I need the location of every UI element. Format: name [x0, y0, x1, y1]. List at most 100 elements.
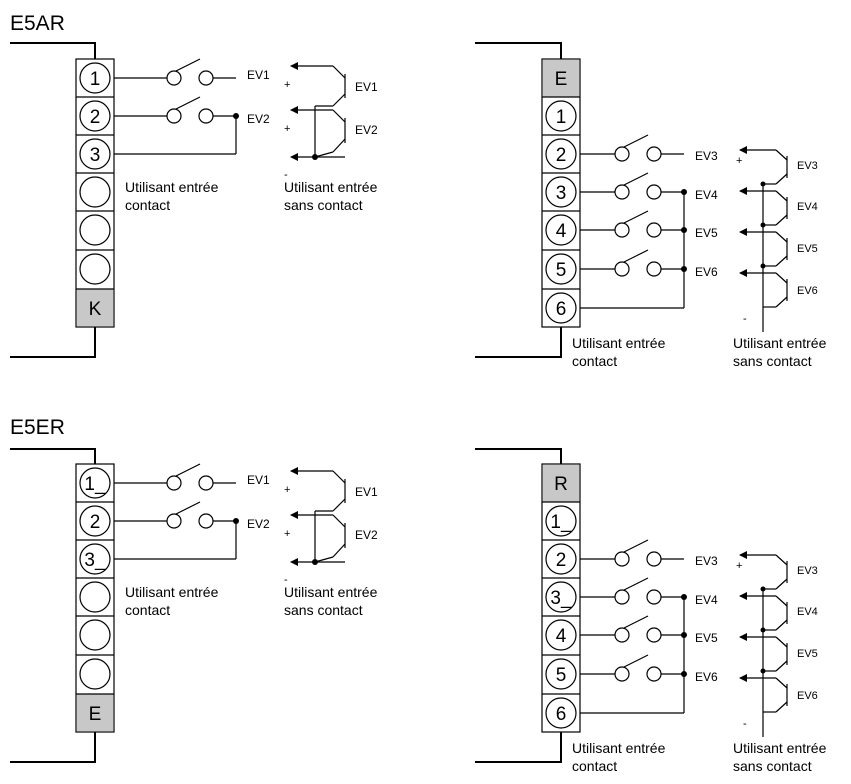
terminal-circle [545, 214, 577, 246]
terminal-shaded [76, 289, 114, 327]
terminal-shaded [76, 694, 114, 732]
terminal-circle [79, 658, 111, 690]
terminal-circle [545, 619, 577, 651]
terminal-number: 1 [90, 69, 101, 90]
label-ev2: EV2 [247, 517, 270, 531]
terminal-letter: R [554, 474, 568, 495]
caption-contact: contact [125, 602, 170, 618]
housing-line [10, 42, 96, 358]
terminal-circle [79, 581, 111, 613]
terminal-circle [545, 253, 577, 285]
terminal-circle [79, 543, 111, 575]
label-ev4-transistor: EV4 [797, 201, 818, 213]
plus-sign: + [284, 79, 290, 91]
minus-sign: - [743, 718, 747, 730]
br-contact-wiring [580, 539, 685, 714]
plus-sign: + [736, 560, 742, 572]
terminal-circle [545, 581, 577, 613]
terminal-number: 1_ [550, 512, 572, 533]
label-ev6: EV6 [695, 670, 718, 684]
label-ev6-transistor: EV6 [797, 285, 818, 297]
label-ev1-transistor: EV1 [355, 485, 378, 499]
caption-noncontact: sans contact [733, 758, 812, 774]
caption-contact: Utilisant entrée [125, 584, 219, 600]
e5er-transistor-wiring [290, 467, 346, 566]
terminal-strip [541, 58, 581, 328]
terminal-number: 3_ [84, 550, 106, 571]
label-ev2-transistor: EV2 [355, 528, 378, 542]
terminal-circle [79, 100, 111, 132]
terminal-circle [79, 138, 111, 170]
terminal-number: 4 [556, 626, 567, 647]
caption-noncontact: Utilisant entrée [284, 179, 378, 195]
terminal-number: 4 [556, 221, 567, 242]
terminal-circle [79, 253, 111, 285]
label-ev4: EV4 [695, 188, 718, 202]
terminal-number: 5 [556, 665, 567, 686]
label-ev3-transistor: EV3 [797, 565, 818, 577]
terminal-circle [545, 138, 577, 170]
terminal-strip [75, 463, 115, 733]
caption-contact: Utilisant entrée [125, 179, 219, 195]
caption-noncontact: Utilisant entrée [733, 335, 827, 351]
terminal-number: 3 [90, 145, 101, 166]
terminal-circle [79, 619, 111, 651]
tr-terminal-block: E 1 2 3 4 5 6 [475, 42, 581, 358]
label-ev1-transistor: EV1 [355, 80, 378, 94]
terminal-letter: K [89, 299, 102, 320]
minus-sign: - [284, 574, 288, 586]
terminal-strip [75, 58, 115, 328]
terminal-number: 6 [556, 704, 567, 725]
caption-noncontact: Utilisant entrée [284, 584, 378, 600]
label-ev4-transistor: EV4 [797, 606, 818, 618]
terminal-circle [79, 62, 111, 94]
label-ev5-transistor: EV5 [797, 648, 818, 660]
e5ar-transistor-wiring [290, 62, 346, 161]
terminal-number: 2 [90, 512, 101, 533]
label-ev3-transistor: EV3 [797, 160, 818, 172]
terminal-letter: E [555, 69, 568, 90]
caption-contact: contact [572, 758, 617, 774]
br-transistor-wiring [739, 551, 788, 737]
terminal-circle [545, 100, 577, 132]
terminal-circle [79, 505, 111, 537]
caption-contact: contact [125, 197, 170, 213]
label-ev1: EV1 [247, 68, 270, 82]
caption-contact: Utilisant entrée [572, 740, 666, 756]
label-ev3: EV3 [695, 149, 718, 163]
caption-noncontact: sans contact [284, 197, 363, 213]
terminal-strip [541, 463, 581, 733]
tr-transistor-wiring [739, 146, 788, 332]
terminal-circle [79, 214, 111, 246]
terminal-number: 5 [556, 260, 567, 281]
terminal-number: 2 [556, 550, 567, 571]
terminal-circle [545, 658, 577, 690]
e5er-contact-wiring [114, 463, 237, 560]
plus-sign: + [284, 123, 290, 135]
terminal-circle [79, 467, 111, 499]
terminal-shaded [542, 59, 580, 97]
label-ev3: EV3 [695, 554, 718, 568]
br-terminal-block: R 1_ 2 3_ 4 5 6 [475, 448, 581, 763]
plus-sign: + [736, 155, 742, 167]
caption-noncontact: sans contact [284, 602, 363, 618]
label-ev4: EV4 [695, 593, 718, 607]
terminal-number: 2 [556, 145, 567, 166]
terminal-circle [545, 292, 577, 324]
caption-contact: contact [572, 353, 617, 369]
e5ar-terminal-block: E5AR 1 2 3 K [10, 12, 115, 358]
terminal-number: 1_ [84, 474, 106, 495]
housing-line [475, 448, 562, 763]
terminal-number: 2 [90, 107, 101, 128]
caption-contact: Utilisant entrée [572, 335, 666, 351]
caption-noncontact: sans contact [733, 353, 812, 369]
terminal-number: 3 [556, 183, 567, 204]
label-ev5: EV5 [695, 226, 718, 240]
minus-sign: - [284, 169, 288, 181]
terminal-shaded [542, 464, 580, 502]
label-ev5: EV5 [695, 631, 718, 645]
e5er-terminal-block: E5ER 1_ 2 3_ E [10, 416, 115, 763]
label-ev2: EV2 [247, 112, 270, 126]
terminal-letter: E [89, 704, 102, 725]
